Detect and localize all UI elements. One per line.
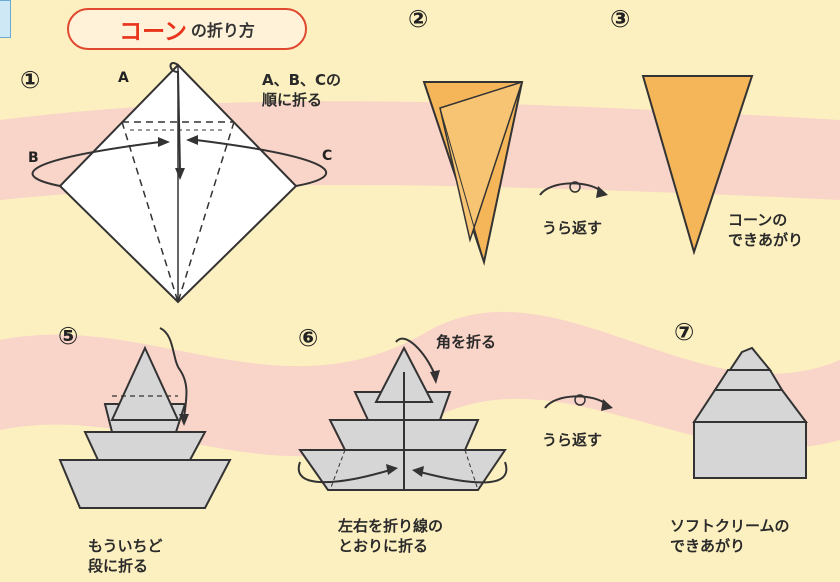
cone-front-layer: [439, 80, 524, 243]
step6-caption: 左右を折り線の とおりに折る: [338, 516, 443, 556]
arrow-c: [195, 139, 328, 187]
arrow-a: [169, 62, 181, 171]
s6-fold-r: [464, 449, 479, 491]
step-number-7: ⑦: [674, 318, 695, 346]
title-main: コーン: [119, 19, 187, 45]
step5-diagram: [58, 327, 232, 509]
arrow-a-head: [175, 168, 185, 180]
step-number-5: ⑤: [58, 322, 79, 350]
step1-diagram: [31, 62, 328, 304]
arrow-step6-left-head: [386, 464, 398, 475]
step2-diagram: [422, 80, 524, 266]
step-number-6: ⑥: [298, 324, 319, 352]
step7-caption-line2: できあがり: [670, 537, 746, 555]
step5-caption: もういちど 段に折る: [88, 536, 163, 576]
step5-caption-line1: もういちど: [88, 537, 163, 555]
step6-diagram: [297, 337, 508, 491]
tier-bottom: [58, 459, 232, 509]
letter-c: C: [322, 148, 333, 164]
flip-arrow-2: [544, 394, 613, 411]
flip-arrow-1: [539, 181, 608, 198]
tier-top: [110, 345, 180, 421]
arrow-step5-head: [179, 414, 189, 426]
step7-diagram: [692, 346, 808, 479]
step3-caption-line2: できあがり: [728, 231, 804, 249]
step3-caption-line1: コーンの: [728, 211, 788, 229]
step2-action: うら返す: [542, 219, 603, 237]
step6-caption-line2: とおりに折る: [338, 537, 429, 555]
arrow-step5: [159, 327, 188, 419]
step7-caption: ソフトクリームの できあがり: [670, 516, 790, 556]
fold-line-left: [121, 121, 179, 303]
arrow-b-head: [158, 137, 170, 147]
arrow-step6-top-head: [430, 370, 440, 384]
arrow-b: [31, 141, 161, 187]
letter-b: B: [28, 150, 39, 166]
step3-caption: コーンの できあがり: [728, 210, 803, 250]
step-number-3: ③: [610, 5, 631, 33]
s7-tip: [728, 346, 773, 371]
title-pill: コーン の折り方: [67, 8, 307, 50]
tier-3: [83, 431, 207, 461]
arrow-c-head: [186, 135, 198, 145]
title-sub: の折り方: [190, 21, 255, 40]
step1-instruction-line1: A、B、Cの: [262, 71, 342, 89]
fold-line-right: [177, 121, 235, 303]
arrow-step6-left: [297, 461, 391, 484]
arrow-step6-right-head: [412, 466, 424, 477]
step1-instruction-line2: 順に折る: [262, 91, 323, 109]
finished-cone: [641, 75, 754, 256]
step-number-2: ②: [408, 5, 429, 33]
step6-action: うら返す: [542, 431, 603, 449]
corner-tab: [0, 0, 11, 38]
arrow-step6-top: [395, 337, 436, 376]
s6-tier-bottom: [298, 449, 507, 491]
letter-a: A: [118, 70, 129, 86]
step1-instruction: A、B、Cの 順に折る: [262, 70, 341, 110]
step7-caption-line1: ソフトクリームの: [670, 517, 790, 535]
arrow-step6-right: [419, 461, 508, 484]
s6-fold-l: [329, 449, 346, 491]
step5-caption-line2: 段に折る: [88, 557, 149, 575]
cone-fold-edge: [439, 107, 485, 263]
step6-top-note: 角を折る: [436, 333, 497, 351]
s7-tier-1: [713, 369, 784, 391]
step-number-1: ①: [20, 66, 41, 94]
step6-caption-line1: 左右を折り線の: [338, 517, 444, 535]
s7-base: [693, 421, 807, 479]
